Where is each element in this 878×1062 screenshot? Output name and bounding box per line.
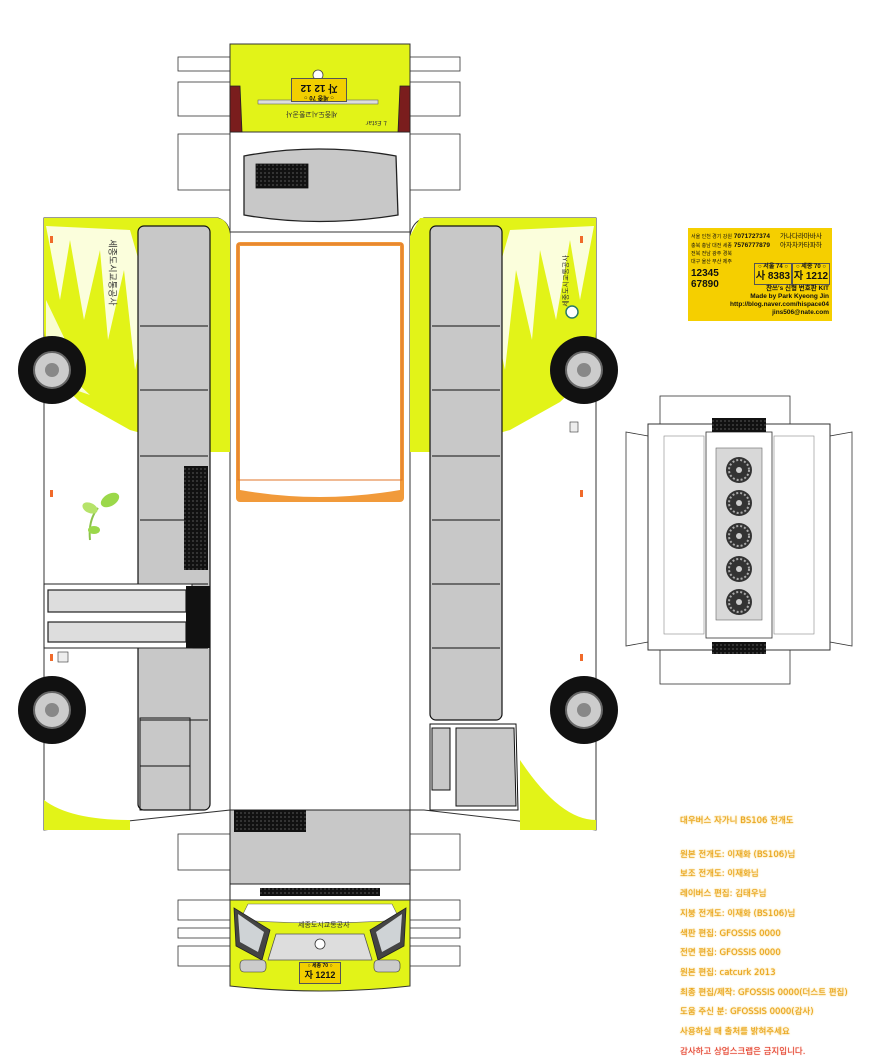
- front-plate-top: ○ 세종 70 ○: [307, 963, 333, 969]
- credit-line: 원본 편집: catcurk 2013: [680, 967, 776, 978]
- headlight-icon: [233, 907, 271, 961]
- kit-num-2: 7576777879: [733, 242, 770, 249]
- rear-plate-main: 자 12 12: [300, 82, 338, 93]
- rear-license-plate: ○ 세종 70 ○ 자 12 12: [291, 78, 347, 102]
- right-side-brand: 세종도시교통공사: [561, 255, 570, 307]
- right-side-panel: [409, 217, 618, 831]
- leaf-icon: [82, 492, 120, 541]
- rear-plate-top: ○ 세종 70 ○: [304, 94, 334, 100]
- left-side-panel: [18, 217, 231, 831]
- wheel-icon: [550, 336, 618, 404]
- kit-chars-2: 아자차카타파하: [780, 242, 822, 249]
- kit-region-2: 충북 충남 대전 세종: [691, 243, 732, 249]
- credit-line: 색판 편집: GFOSSIS 0000: [680, 928, 781, 939]
- fan-icon: [726, 457, 752, 483]
- wheel-icon: [550, 676, 618, 744]
- kit-chars-1: 가나다라마바사: [780, 233, 822, 240]
- credit-line: 레이버스 편집: 김태우님: [680, 889, 767, 900]
- kit-title: 찬쓰's 신형 번호판 KIT: [766, 285, 829, 292]
- roof-unit-panel: [625, 395, 853, 685]
- credit-line: 감사하고 상업스크랩은 금지입니다.: [680, 1046, 806, 1057]
- credit-line: 보조 전개도: 이재화님: [680, 869, 759, 880]
- kit-digits-2: 67890: [691, 279, 719, 290]
- kit-email: jins506@nate.com: [772, 309, 829, 316]
- rear-company-logo: 세종도시교통공사: [286, 110, 338, 118]
- credit-line: 사용하실 때 출처를 밝혀주세요: [680, 1027, 790, 1038]
- rear-model-badge: L Estar: [366, 119, 387, 126]
- credit-line: 최종 편집/제작: GFOSSIS 0000(더스트 편집): [680, 987, 848, 998]
- kit-digits-1: 12345: [691, 268, 719, 279]
- credit-line: 도움 주신 분: GFOSSIS 0000(감사): [680, 1007, 814, 1018]
- kit-plate-1-top: ○ 서울 74 ○: [758, 264, 788, 270]
- kit-plate-2-top: ○ 세종 70 ○: [796, 264, 826, 270]
- kit-plate-1: ○ 서울 74 ○ 사 8383: [754, 263, 792, 285]
- kit-num-1: 7071727374: [733, 233, 770, 240]
- left-side-brand: 세종도시교통공사: [106, 239, 117, 306]
- credit-line: 지붕 전개도: 이재화 (BS106)님: [680, 908, 796, 919]
- kit-plate-2: ○ 세종 70 ○ 자 1212: [792, 263, 830, 285]
- headlight-icon: [369, 907, 407, 961]
- fan-icon: [726, 523, 752, 549]
- fan-icon: [726, 589, 752, 615]
- fan-icon: [726, 556, 752, 582]
- license-plate-kit: 서울 인천 경기 강원 7071727374 가나다라마바사 충북 충남 대전 …: [688, 228, 832, 321]
- credit-line: 대우버스 자가니 BS106 전개도: [680, 816, 794, 826]
- kit-blog: http://blog.naver.com/hispace04: [730, 301, 829, 308]
- kit-region-4: 대구 울산 부산 제주: [691, 259, 732, 265]
- front-company-logo: 세종도시교통공사: [298, 921, 350, 929]
- emblem-icon: [314, 938, 326, 950]
- fan-icon: [726, 490, 752, 516]
- emblem-icon: [565, 305, 579, 319]
- rear-panel: [177, 43, 461, 233]
- front-license-plate: ○ 세종 70 ○ 자 1212: [299, 962, 341, 984]
- kit-plate-2-bot: 자 1212: [793, 271, 829, 282]
- credit-line: 원본 전개도: 이재화 (BS106)님: [680, 849, 796, 860]
- wheel-icon: [18, 336, 86, 404]
- front-plate-main: 자 1212: [304, 970, 336, 980]
- kit-region-3: 전북 전남 광주 경북: [691, 251, 732, 257]
- roof-panel: [229, 231, 411, 811]
- kit-plate-1-bot: 사 8383: [755, 271, 791, 282]
- front-panel: [177, 809, 461, 992]
- wheel-icon: [18, 676, 86, 744]
- kit-region-1: 서울 인천 경기 강원: [691, 234, 732, 240]
- kit-author: Made by Park Kyeong Jin: [750, 293, 829, 300]
- credit-line: 전면 편집: GFOSSIS 0000: [680, 948, 781, 959]
- credits-block: 대우버스 자가니 BS106 전개도 원본 전개도: 이재화 (BS106)님 …: [680, 812, 878, 1062]
